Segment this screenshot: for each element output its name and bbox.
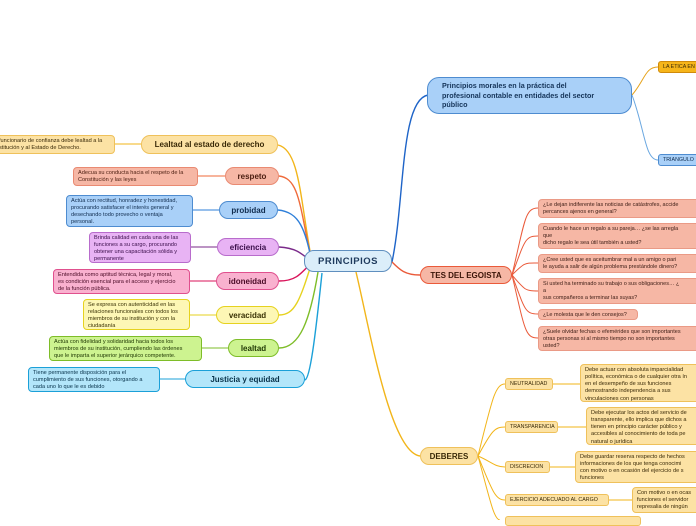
deber-ejercicio-adecuado[interactable]: EJERCICIO ADECUADO AL CARGO — [505, 494, 609, 506]
deber-neutralidad[interactable]: NEUTRALIDAD — [505, 378, 553, 390]
branch-veracidad[interactable]: veracidad — [216, 306, 279, 324]
branch-principios-morales-label: Principios morales en la práctica del pr… — [442, 81, 595, 110]
note-veracidad: Se expresa con autenticidad en las relac… — [83, 299, 190, 330]
sub-la-etica[interactable]: LA ETICA EN — [658, 61, 696, 73]
question-4: Si usted ha terminado su trabajo o sus o… — [538, 278, 696, 304]
question-3: ¿Cree usted que es aceitumbrar mal a un … — [538, 254, 696, 273]
note-idoneidad: Entendida como aptitud técnica, legal y … — [53, 269, 190, 294]
branch-deberes[interactable]: DEBERES — [420, 447, 478, 465]
note-neutralidad: Debe actuar con absoluta imparcialidad p… — [580, 364, 696, 402]
note-probidad: Actúa con rectitud, honradez y honestida… — [66, 195, 193, 227]
sub-triangulo[interactable]: TRIANGULO — [658, 154, 696, 166]
branch-eficiencia[interactable]: eficiencia — [217, 238, 279, 256]
branch-lealtad-estado[interactable]: Lealtad al estado de derecho — [141, 135, 278, 154]
deber-transparencia[interactable]: TRANSPARENCIA — [505, 421, 558, 433]
branch-justicia-equidad[interactable]: Justicia y equidad — [185, 370, 305, 388]
question-2: Cuando le hace un regalo a su pareja… ¿s… — [538, 223, 696, 249]
branch-probidad[interactable]: probidad — [219, 201, 278, 219]
branch-idoneidad[interactable]: idoneidad — [216, 272, 279, 290]
branch-test-egoista[interactable]: TES DEL EGOISTA — [420, 266, 512, 284]
note-ejercicio-adecuado: Con motivo o en ocas funciones el servid… — [632, 487, 696, 513]
branch-lealtad[interactable]: lealtad — [228, 339, 279, 357]
deber-discrecion[interactable]: DISCRECION — [505, 461, 550, 473]
branch-principios-morales[interactable]: Principios morales en la práctica del pr… — [427, 77, 632, 114]
note-lealtad: Actúa con fidelidad y solidaridad hacia … — [49, 336, 202, 361]
question-1: ¿Le dejan indiferente las noticias de ca… — [538, 199, 696, 218]
deber-partial — [505, 516, 641, 526]
note-discrecion: Debe guardar reserva respecto de hechos … — [575, 451, 696, 483]
question-5: ¿Le molesta que le den consejos? — [538, 309, 638, 320]
note-transparencia: Debe ejecutar los actos del servicio de … — [586, 407, 696, 445]
note-justicia-equidad: Tiene permanente disposición para el cum… — [28, 367, 160, 392]
note-eficiencia: Brinda calidad en cada una de las funcio… — [89, 232, 191, 263]
question-6: ¿Suele olvidar fechas o efemérides que s… — [538, 326, 696, 351]
root-node[interactable]: PRINCIPIOS — [304, 250, 392, 272]
note-lealtad-estado: funcionario de confianza debe lealtad a … — [0, 135, 115, 154]
branch-respeto[interactable]: respeto — [225, 167, 279, 185]
note-respeto: Adecua su conducta hacia el respeto de l… — [73, 167, 198, 186]
